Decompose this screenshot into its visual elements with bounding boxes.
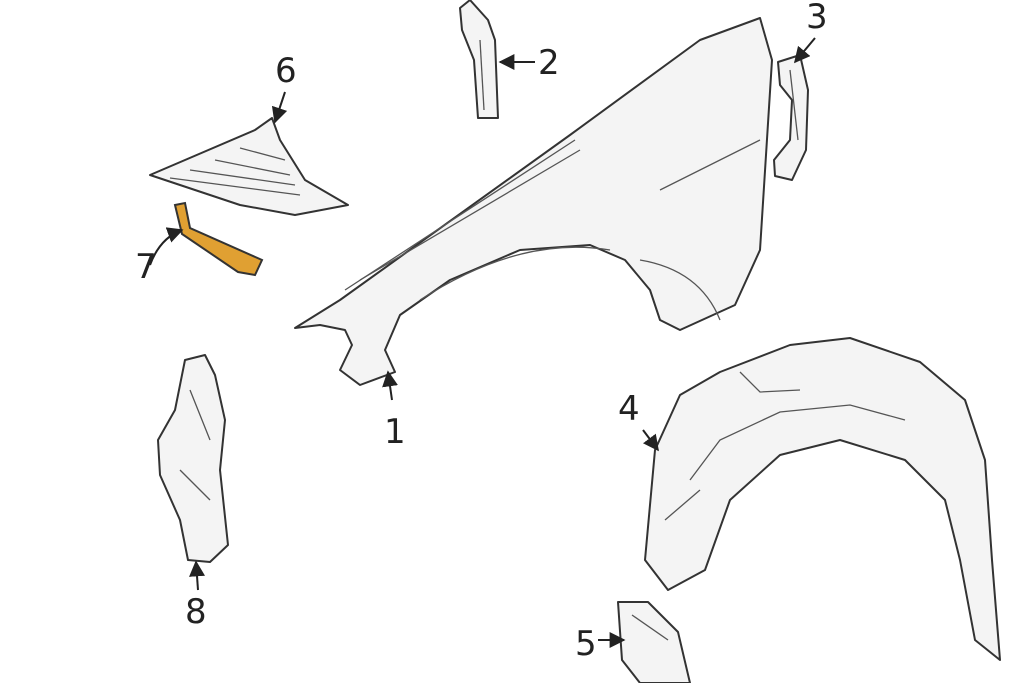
part-bracket-rear[interactable]: [773, 54, 809, 181]
part-bracket-upper[interactable]: [459, 0, 499, 119]
callout-8: 8: [185, 592, 207, 632]
part-fender[interactable]: [294, 17, 773, 386]
part-seal-strip[interactable]: [173, 201, 264, 277]
part-filler-panel[interactable]: [149, 117, 349, 216]
callout-6: 6: [275, 51, 297, 91]
callout-5: 5: [575, 624, 597, 664]
callout-2: 2: [538, 43, 560, 83]
part-wheel-liner[interactable]: [644, 337, 1001, 661]
callout-3: 3: [806, 0, 828, 37]
leader-lines: [149, 37, 816, 648]
callout-4: 4: [618, 389, 640, 429]
part-splash-shield[interactable]: [617, 601, 691, 683]
callout-7: 7: [135, 247, 157, 287]
part-bracket-lower[interactable]: [157, 354, 229, 563]
callout-1: 1: [384, 412, 406, 452]
